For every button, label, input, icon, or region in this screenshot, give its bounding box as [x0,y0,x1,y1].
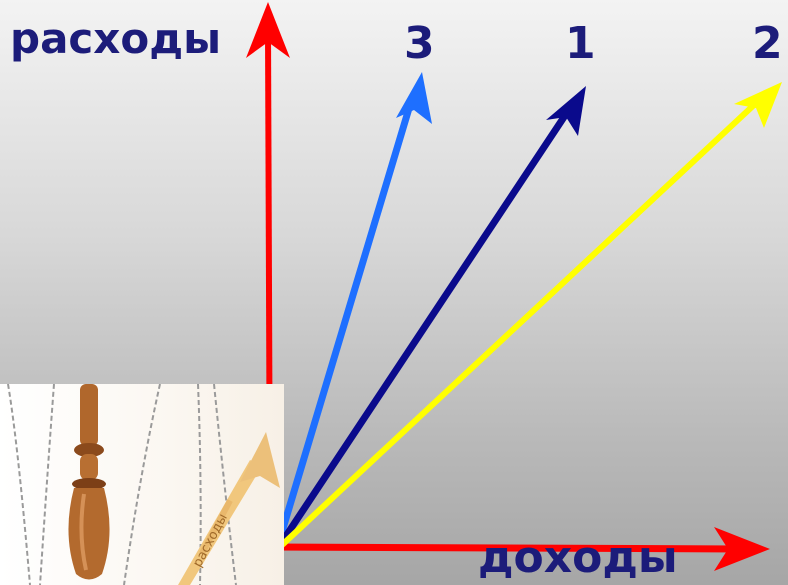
x-axis-line [269,543,741,553]
wooden-post [68,384,110,580]
vector-1-line [277,106,573,547]
vector-3-line [274,93,417,547]
vector-label-3: 3 [404,18,435,69]
y-axis-label: расходы [10,14,222,63]
golden-arrow [178,432,280,585]
x-axis-arrowhead [714,527,770,571]
y-axis-arrowhead [246,2,290,58]
scale-photo: расходы [0,384,284,585]
vector-3-arrowhead [396,72,432,124]
vector-2-arrowhead [734,82,782,128]
vector-label-1: 1 [565,18,596,69]
scale-illustration: расходы [7,384,280,585]
x-axis-label: доходы [478,532,678,583]
vector-2-line [279,101,758,548]
arrow-tag-text: расходы [190,511,231,569]
vector-label-2: 2 [752,18,783,69]
vector-1-arrowhead [546,86,586,136]
